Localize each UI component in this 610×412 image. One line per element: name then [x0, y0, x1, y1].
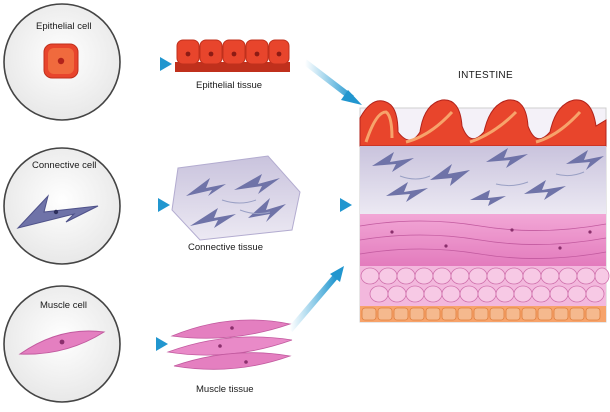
epithelial-cell-label: Epithelial cell [36, 21, 91, 32]
arrow-epithelial-cell-to-tissue [118, 57, 172, 71]
epithelial-cell-circle [3, 3, 121, 121]
muscle-tissue-label: Muscle tissue [196, 384, 254, 395]
arrow-connective-cell-to-tissue [118, 198, 170, 212]
intestine-label: INTESTINE [458, 70, 513, 81]
arrow-connective-to-intestine [302, 198, 352, 212]
connective-cell-label: Connective cell [32, 160, 96, 171]
muscle-cell-label: Muscle cell [40, 300, 87, 311]
muscle-tissue [166, 319, 293, 370]
arrow-epithelial-to-intestine [303, 59, 362, 105]
connective-tissue-label: Connective tissue [188, 242, 263, 253]
connective-tissue [171, 155, 301, 241]
epithelial-tissue [175, 39, 290, 72]
arrow-muscle-cell-to-tissue [118, 337, 168, 351]
arrow-muscle-to-intestine [287, 266, 344, 332]
epithelial-tissue-label: Epithelial tissue [196, 80, 262, 91]
intestine-section [359, 99, 610, 323]
